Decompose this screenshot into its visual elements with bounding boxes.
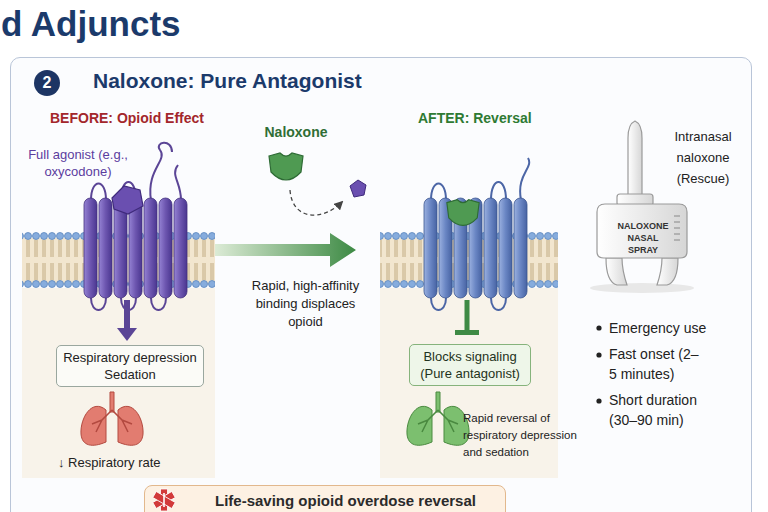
step-badge: 2 <box>34 70 60 96</box>
helix <box>484 198 497 298</box>
transition-arrow <box>215 233 356 267</box>
bullet-item: Short duration (30–90 min) <box>609 390 709 430</box>
helix <box>159 198 172 298</box>
receptor-blue <box>424 158 529 310</box>
node-text: Respiratory depression Sedation <box>61 349 199 383</box>
molecule-label: Naloxone <box>261 124 331 140</box>
lungs-restored <box>407 392 469 445</box>
bullet-dot <box>596 325 601 330</box>
helix <box>424 198 437 298</box>
device-ticks <box>674 216 680 240</box>
naloxone-molecule <box>269 153 303 180</box>
displaced-agonist <box>350 180 366 197</box>
helix <box>499 198 512 298</box>
effect-box: Respiratory depression Sedation <box>56 345 204 387</box>
helix <box>84 198 97 298</box>
medical-star-icon <box>153 489 176 511</box>
node-text: 2 <box>43 74 52 92</box>
cytoplasm-area <box>22 288 215 478</box>
device-body <box>597 204 687 258</box>
finger-grip <box>657 258 678 285</box>
node-text: Blocks signaling (Pure antagonist) <box>414 348 526 382</box>
finger-grip <box>606 258 627 285</box>
signal-arrow-head <box>117 328 137 341</box>
agonist-molecule <box>112 186 143 214</box>
bullet-item: Fast onset (2–5 minutes) <box>609 344 701 384</box>
device-caption: Intranasal naloxone (Rescue) <box>663 126 743 189</box>
helix <box>514 198 527 298</box>
bullet-dot <box>596 352 601 357</box>
device-shadow <box>590 283 694 293</box>
effect-note: Rapid reversal of respiratory depression… <box>463 410 583 461</box>
star-arm <box>153 491 176 508</box>
mechanism-note: Rapid, high-affinity binding displaces o… <box>243 277 368 331</box>
state-heading: AFTER: Reversal <box>418 110 558 126</box>
state-heading: BEFORE: Opioid Effect <box>50 110 220 126</box>
star-arm <box>161 489 168 511</box>
summary-banner: Life-saving opioid overdose reversal <box>144 485 506 512</box>
page-title: d Adjuncts <box>1 4 181 44</box>
node-text: Life-saving opioid overdose reversal <box>215 492 505 509</box>
device-label: NALOXONE NASAL SPRAY <box>612 220 674 256</box>
helix <box>99 198 112 298</box>
star-staff <box>163 493 165 507</box>
result-box: Blocks signaling (Pure antagonist) <box>409 344 531 386</box>
bullet-dot <box>596 398 601 403</box>
inhibition-line <box>465 300 470 332</box>
node-text: Naloxone: Pure Antagonist <box>93 69 362 93</box>
star-arm <box>153 491 176 508</box>
panel-fill <box>10 57 752 512</box>
displacement-arrow <box>290 190 342 215</box>
helix <box>174 198 187 298</box>
receptor-loop <box>431 158 529 200</box>
lungs-depressed <box>81 392 143 445</box>
signal-arrow <box>124 300 130 330</box>
molecule-label: Full agonist (e.g., oxycodone) <box>26 146 130 180</box>
effect-note: ↓ Respiratory rate <box>58 455 198 470</box>
inhibition-bar <box>455 330 479 335</box>
bound-naloxone <box>447 200 479 226</box>
bullet-item: Emergency use <box>609 318 739 338</box>
helix <box>144 198 157 298</box>
